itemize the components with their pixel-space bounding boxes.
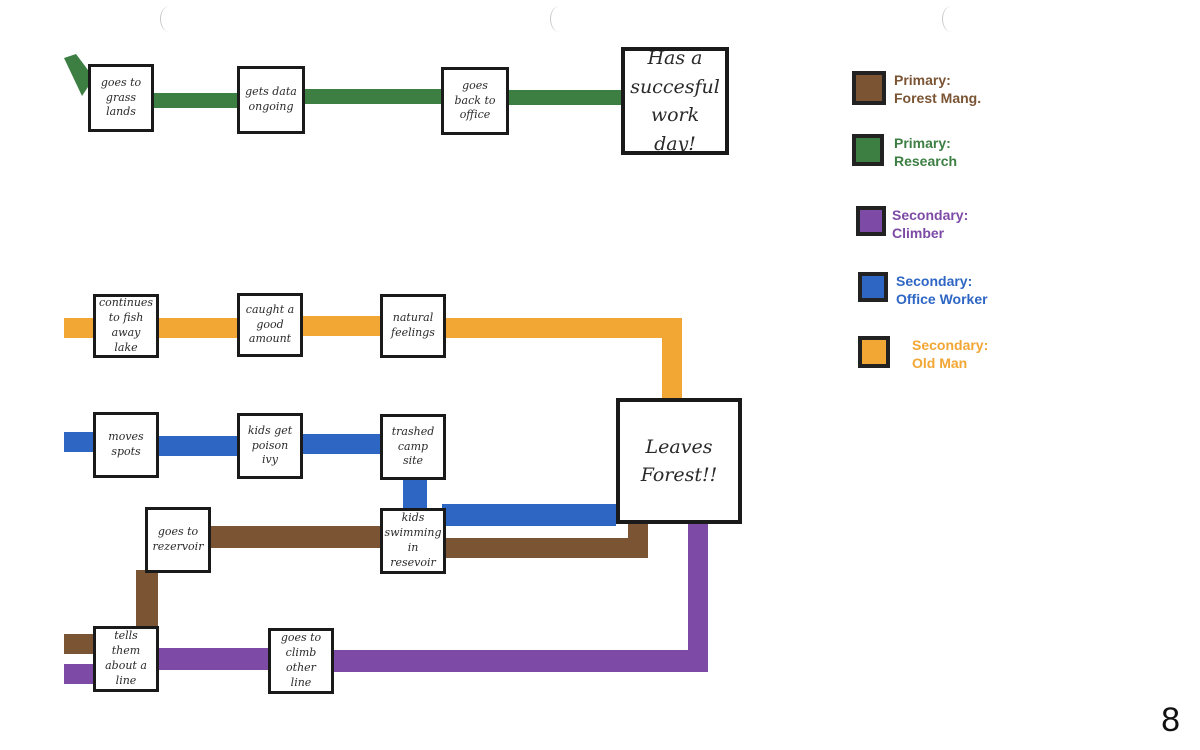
- punch-hole-mark: [942, 6, 961, 32]
- route-segment: [64, 432, 96, 452]
- legend-name: Forest Mang.: [894, 90, 982, 106]
- route-segment: [156, 648, 270, 670]
- station-goes-to-grass-lands: goes to grass lands: [88, 64, 154, 132]
- legend-label: Primary: Forest Mang.: [894, 71, 981, 107]
- route-segment: [688, 522, 708, 672]
- station-caught-a-good-amount: caught a good amount: [237, 293, 303, 357]
- route-segment: [64, 54, 94, 96]
- station-moves-spots: moves spots: [93, 412, 159, 478]
- legend-swatch: [856, 206, 886, 236]
- legend-role: Primary:: [894, 72, 951, 88]
- route-segment: [442, 504, 616, 526]
- legend-name: Climber: [892, 225, 945, 241]
- line-research: [64, 54, 624, 108]
- station-kids-get-poison-ivy: kids get poison ivy: [237, 413, 303, 479]
- legend-name: Research: [894, 153, 958, 169]
- route-segment: [662, 322, 682, 402]
- route-segment: [302, 89, 444, 104]
- legend-swatch: [852, 71, 886, 105]
- line-old-man: [64, 316, 682, 402]
- station-goes-back-to-office: goes back to office: [441, 67, 509, 135]
- route-segment: [302, 434, 382, 454]
- station-continues-to-fish: continues to fish away lake: [93, 294, 159, 358]
- route-segment: [64, 318, 96, 338]
- punch-hole-mark: [550, 6, 569, 32]
- route-segment: [136, 570, 158, 630]
- station-goes-to-reservoir: goes to rezervoir: [145, 507, 211, 573]
- route-segment: [64, 664, 96, 684]
- legend-role: Primary:: [894, 135, 951, 151]
- legend-role: Secondary:: [912, 337, 989, 353]
- route-segment: [403, 476, 427, 510]
- legend-name: Office Worker: [896, 291, 988, 307]
- route-segment: [208, 526, 382, 548]
- legend-label: Secondary: Office Worker: [896, 272, 988, 308]
- station-gets-data-ongoing: gets data ongoing: [237, 66, 305, 134]
- legend-swatch: [858, 336, 890, 368]
- route-segment: [444, 538, 648, 558]
- line-climber: [64, 522, 708, 684]
- legend-label: Secondary: Climber: [892, 206, 968, 242]
- route-segment: [332, 650, 708, 672]
- route-segment: [628, 520, 648, 558]
- page-number: 8: [1161, 701, 1180, 739]
- legend-label: Primary: Research: [894, 134, 957, 170]
- station-tells-them-about-a-line: tells them about a line: [93, 626, 159, 692]
- route-segment: [152, 93, 240, 108]
- station-trashed-camp-site: trashed camp site: [380, 414, 446, 480]
- legend-name: Old Man: [912, 355, 968, 371]
- legend-swatch: [852, 134, 884, 166]
- line-forest-management: [64, 520, 648, 654]
- route-segment: [506, 90, 624, 105]
- route-segment: [156, 318, 240, 338]
- station-kids-swimming: kids swimming in resevoir: [380, 508, 446, 574]
- legend-label: Secondary: Old Man: [912, 336, 988, 372]
- station-natural-feelings: natural feelings: [380, 294, 446, 358]
- station-successful-work-day: Has a succesful work day!: [621, 47, 729, 155]
- route-segment: [156, 436, 240, 456]
- legend-role: Secondary:: [896, 273, 973, 289]
- punch-hole-mark: [160, 6, 179, 32]
- legend-role: Secondary:: [892, 207, 969, 223]
- station-goes-to-climb-other-line: goes to climb other line: [268, 628, 334, 694]
- route-segment: [300, 316, 382, 336]
- station-leaves-forest: Leaves Forest!!: [616, 398, 742, 524]
- route-segment: [64, 634, 96, 654]
- legend-swatch: [858, 272, 888, 302]
- line-office-worker: [64, 432, 616, 526]
- route-segment: [442, 318, 682, 338]
